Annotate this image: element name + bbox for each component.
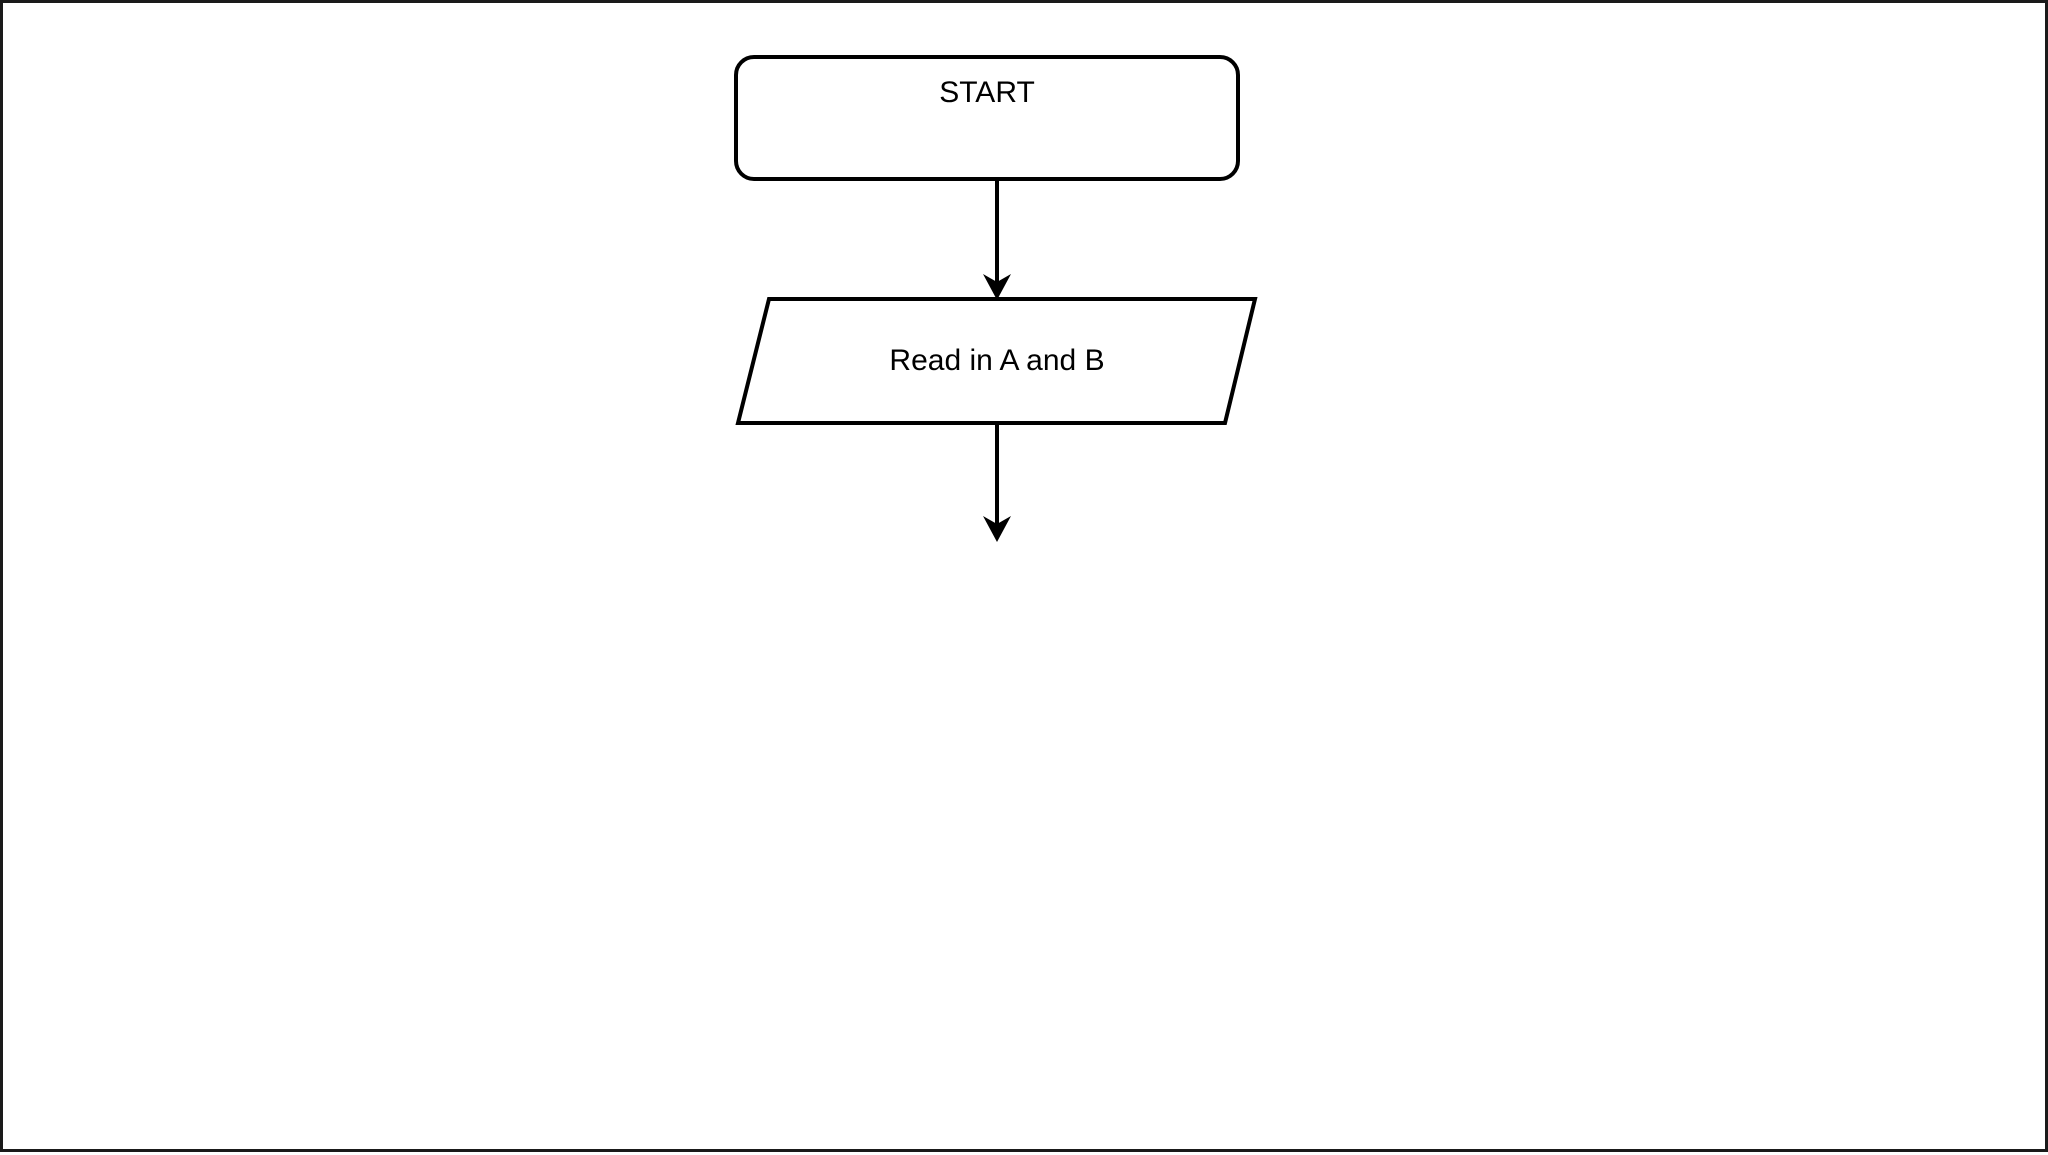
read-inputs-parallelogram-shape[interactable]: [735, 297, 1258, 425]
connector-start-to-read[interactable]: [983, 179, 1011, 300]
connector-read-to-next[interactable]: [983, 423, 1011, 542]
start-label: START: [939, 76, 1035, 109]
node-start[interactable]: START: [734, 55, 1240, 181]
flowchart-svg: START Read in A and B: [734, 55, 1258, 542]
start-terminator-shape[interactable]: [734, 55, 1240, 181]
node-read-inputs[interactable]: Read in A and B: [735, 297, 1258, 425]
arrowhead-down-icon: [983, 274, 1011, 300]
read-inputs-label: Read in A and B: [889, 344, 1104, 377]
arrowhead-down-icon: [983, 516, 1011, 542]
